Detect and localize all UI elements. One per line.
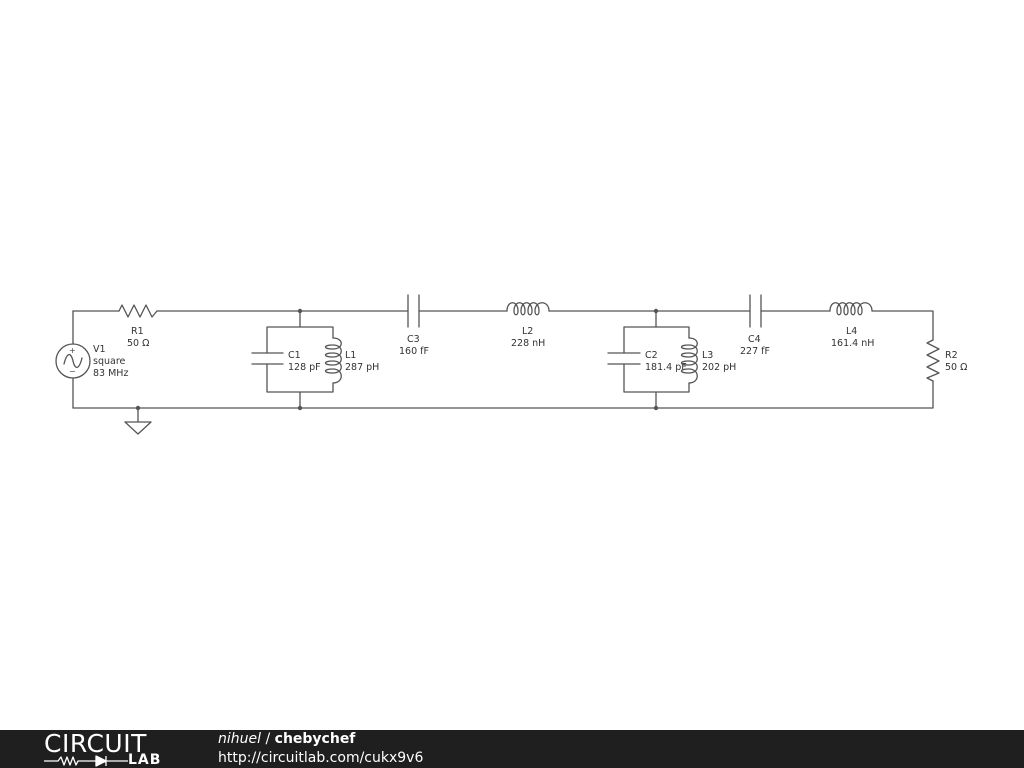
- junction-dot: [297, 308, 303, 314]
- v1-source-symbol[interactable]: + −: [55, 343, 91, 379]
- l2-name-label: L2: [522, 326, 533, 337]
- r2-resistor-symbol[interactable]: [926, 339, 940, 382]
- l4-inductor-symbol[interactable]: [829, 302, 873, 316]
- logo-word-lab: LAB: [128, 752, 162, 768]
- wire-bottom: [72, 380, 934, 409]
- r1-name-label: R1: [131, 326, 144, 337]
- c1-value-label: 128 pF: [288, 362, 321, 373]
- circuit-schematic: + − V1 square 83 MHz R1 50 Ω C1 128 pF L…: [55, 294, 967, 435]
- l3-inductor-symbol[interactable]: [680, 337, 698, 384]
- c1-capacitor-symbol[interactable]: [251, 352, 284, 365]
- l4-name-label: L4: [846, 326, 857, 337]
- c4-name-label: C4: [748, 334, 761, 345]
- source-minus-sign: −: [69, 367, 76, 376]
- footer-bar: CIRCUIT LAB nihuel / chebychef http://ci…: [0, 730, 1024, 768]
- c2-capacitor-symbol[interactable]: [607, 352, 641, 365]
- c4-value-label: 227 fF: [740, 346, 770, 357]
- l2-inductor-symbol[interactable]: [506, 302, 550, 316]
- junctions: [135, 308, 659, 411]
- wires: [72, 310, 934, 423]
- c4-capacitor-symbol[interactable]: [749, 294, 762, 328]
- logo-word-circuit: CIRCUIT: [44, 729, 147, 758]
- footer-separator: /: [261, 731, 275, 747]
- c3-value-label: 160 fF: [399, 346, 429, 357]
- c3-name-label: C3: [407, 334, 420, 345]
- junction-dot: [653, 308, 659, 314]
- footer-circuit-title[interactable]: chebychef: [274, 731, 356, 747]
- footer-circuit-url[interactable]: http://circuitlab.com/cukx9v6: [218, 750, 424, 766]
- logo-resistor-diode-icon: [44, 755, 128, 767]
- circuitlab-logo[interactable]: CIRCUIT LAB: [0, 730, 200, 768]
- v1-freq-label: 83 MHz: [93, 368, 128, 379]
- wire-tank2: [623, 310, 690, 409]
- wire-top-6: [871, 310, 934, 341]
- junction-dot: [135, 405, 141, 411]
- l2-value-label: 228 nH: [511, 338, 545, 349]
- junction-dot: [653, 405, 659, 411]
- c1-name-label: C1: [288, 350, 301, 361]
- r2-name-label: R2: [945, 350, 958, 361]
- l3-value-label: 202 pH: [702, 362, 736, 373]
- l1-value-label: 287 pH: [345, 362, 379, 373]
- source-plus-sign: +: [69, 346, 76, 355]
- footer-circuit-title-line: nihuel / chebychef: [218, 731, 355, 748]
- v1-type-label: square: [93, 356, 126, 367]
- l1-name-label: L1: [345, 350, 356, 361]
- v1-name-label: V1: [93, 344, 106, 355]
- l1-inductor-symbol[interactable]: [324, 337, 342, 384]
- r1-value-label: 50 Ω: [127, 338, 149, 349]
- l3-name-label: L3: [702, 350, 713, 361]
- junction-dot: [297, 405, 303, 411]
- r2-value-label: 50 Ω: [945, 362, 967, 373]
- footer-owner-link[interactable]: nihuel: [218, 731, 262, 747]
- c3-capacitor-symbol[interactable]: [407, 294, 420, 328]
- wire-tank1: [266, 310, 334, 409]
- r1-resistor-symbol[interactable]: [118, 304, 158, 318]
- c2-value-label: 181.4 pF: [645, 362, 687, 373]
- c2-name-label: C2: [645, 350, 658, 361]
- l4-value-label: 161.4 nH: [831, 338, 874, 349]
- ground-icon: [124, 421, 152, 435]
